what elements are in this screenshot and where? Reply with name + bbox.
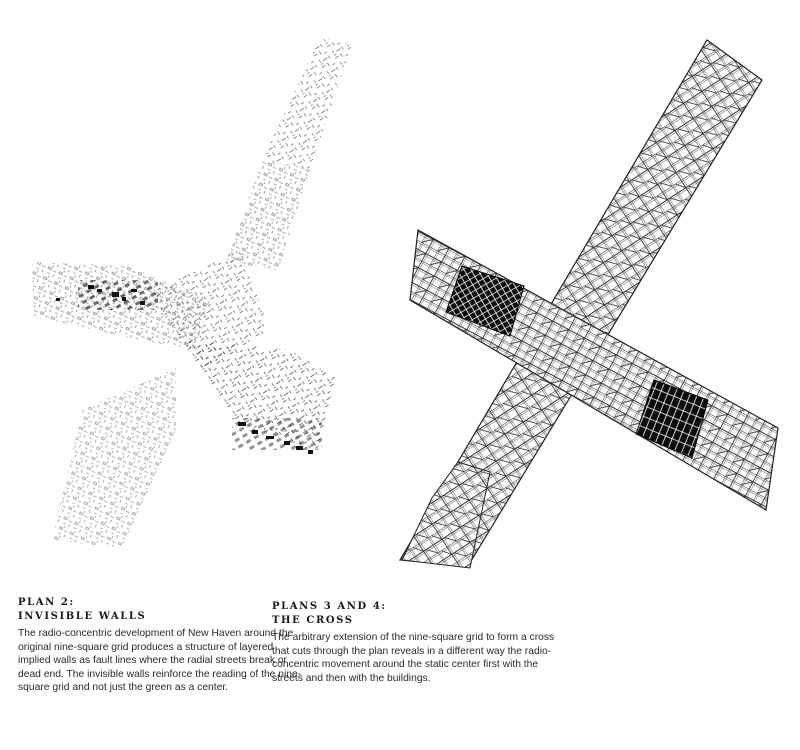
plan-2-title: INVISIBLE WALLS xyxy=(18,611,147,622)
plan-2-number: PLAN 2: xyxy=(18,597,75,608)
plans-3-4-caption: PLANS 3 AND 4: THE CROSS The arbitrary e… xyxy=(272,600,557,685)
plans-3-4-description: The arbitrary extension of the nine-squa… xyxy=(272,632,555,684)
plan-2-description: The radio-concentric development of New … xyxy=(18,628,302,693)
plan-2-invisible-walls-map xyxy=(32,38,352,548)
nine-square-block-south xyxy=(635,379,709,459)
plans-3-4-title: THE CROSS xyxy=(272,615,354,626)
figure-ground-plans xyxy=(32,38,779,569)
plan-2-caption: PLAN 2: INVISIBLE WALLS The radio-concen… xyxy=(18,596,303,695)
plans-3-4-number: PLANS 3 AND 4: xyxy=(272,601,387,612)
nine-square-block-north xyxy=(445,265,525,337)
plans-3-and-4-cross-map xyxy=(398,39,779,569)
